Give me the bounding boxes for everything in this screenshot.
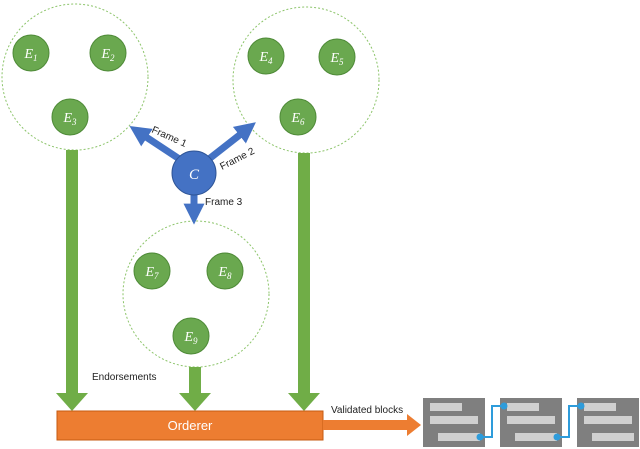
endorser-node-e7: E7 [133, 252, 171, 290]
endorser-subscript: 7 [154, 271, 159, 281]
endorser-label: E [23, 47, 33, 62]
block-icon [423, 398, 485, 447]
endorser-node-e9: E9 [172, 317, 210, 355]
endorser-group-2 [232, 6, 380, 154]
endorser-label: E [62, 111, 72, 126]
endorser-label: E [217, 265, 227, 280]
endorsements-label: Endorsements [92, 372, 156, 383]
endorser-label: E [290, 111, 300, 126]
svg-text:E3: E3 [62, 111, 77, 127]
endorser-group-1 [1, 3, 149, 151]
endorser-label: E [329, 51, 339, 66]
svg-text:E8: E8 [217, 265, 232, 281]
frame3-label: Frame 3 [205, 197, 243, 208]
client-node [171, 150, 217, 196]
chain-link [476, 402, 508, 441]
endorsement-arrow-right [288, 153, 320, 411]
endorser-node-e5: E5 [318, 38, 356, 76]
endorser-subscript: 2 [110, 53, 115, 63]
block-icon [500, 398, 562, 447]
endorser-node-e6: E6 [279, 98, 317, 136]
endorser-node-e2: E2 [89, 34, 127, 72]
endorser-subscript: 4 [268, 56, 273, 66]
svg-text:E4: E4 [258, 50, 273, 66]
svg-text:E2: E2 [100, 47, 115, 63]
client-label: C [189, 167, 200, 183]
block-icon [577, 398, 639, 447]
endorser-label: E [100, 47, 110, 62]
endorser-label: E [144, 265, 154, 280]
validated-blocks-label: Validated blocks [331, 405, 403, 416]
endorser-group-3 [122, 220, 270, 368]
endorser-label: E [183, 330, 193, 345]
endorsement-arrow-left [56, 150, 88, 411]
endorser-subscript: 5 [339, 57, 344, 67]
svg-text:E7: E7 [144, 265, 159, 281]
svg-text:E9: E9 [183, 330, 198, 346]
endorser-node-e1: E1 [12, 34, 50, 72]
endorser-subscript: 8 [227, 271, 232, 281]
endorser-subscript: 1 [33, 53, 38, 63]
orderer-label: Orderer [168, 418, 213, 433]
endorsement-arrow-middle [179, 367, 211, 411]
svg-text:E5: E5 [329, 51, 344, 67]
endorser-subscript: 6 [300, 117, 305, 127]
endorser-label: E [258, 50, 268, 65]
endorser-subscript: 9 [193, 336, 198, 346]
svg-text:E1: E1 [23, 47, 37, 63]
endorser-node-e8: E8 [206, 252, 244, 290]
endorser-node-e4: E4 [247, 37, 285, 75]
svg-text:E6: E6 [290, 111, 305, 127]
validated-blocks-arrow [323, 414, 421, 436]
endorser-subscript: 3 [71, 117, 77, 127]
chain-link [553, 402, 585, 441]
endorser-node-e3: E3 [51, 98, 89, 136]
